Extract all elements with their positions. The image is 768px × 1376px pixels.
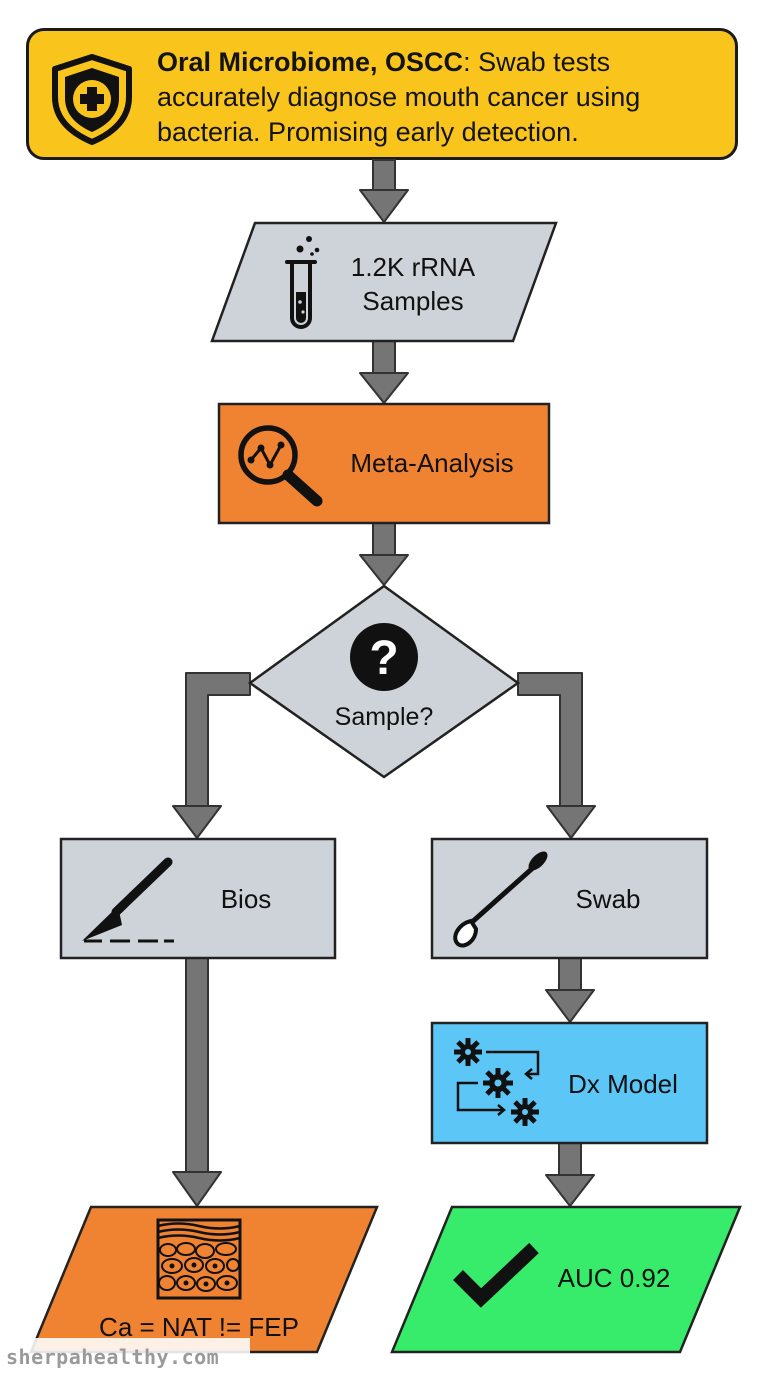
result-left-node: Ca = NAT != FEP — [29, 1205, 379, 1354]
bios-label: Bios — [221, 884, 272, 914]
checkmark-icon — [453, 1242, 539, 1308]
bios-node: Bios — [59, 837, 337, 960]
swab-icon — [453, 851, 548, 948]
shield-cross-icon — [52, 54, 132, 145]
gears-icon — [454, 1038, 540, 1126]
arrow-banner-to-samples — [359, 159, 409, 223]
result-right-label: AUC 0.92 — [558, 1263, 671, 1293]
result-left-label: Ca = NAT != FEP — [99, 1312, 299, 1342]
arrow-dx-to-result — [545, 1142, 595, 1207]
question-icon: ? — [350, 623, 418, 691]
magnifier-network-icon — [238, 425, 323, 507]
svg-text:?: ? — [369, 632, 398, 685]
summary-banner: Oral Microbiome, OSCC: Swab tests accura… — [26, 28, 738, 160]
watermark: sherpahealthy.com — [0, 1338, 250, 1376]
tissue-cells-icon — [156, 1218, 242, 1300]
test-tube-icon — [285, 236, 320, 329]
meta-analysis-node: Meta-Analysis — [217, 402, 551, 525]
arrow-decision-to-bios — [172, 672, 251, 839]
arrow-swab-to-dx — [545, 957, 595, 1023]
decision-label: Sample? — [335, 703, 434, 731]
arrow-decision-to-swab — [517, 672, 596, 839]
banner-text: Oral Microbiome, OSCC: Swab tests accura… — [157, 45, 727, 150]
samples-label-line1: 1.2K rRNA — [351, 252, 476, 282]
arrow-samples-to-meta — [359, 340, 409, 404]
banner-description: : Swab tests accurately diagnose mouth c… — [157, 47, 641, 147]
samples-node: 1.2K rRNA Samples — [210, 221, 558, 343]
banner-title: Oral Microbiome, OSCC — [157, 47, 464, 77]
swab-label: Swab — [575, 884, 640, 914]
swab-node: Swab — [430, 837, 709, 960]
arrow-meta-to-decision — [359, 522, 409, 586]
dx-model-node: Dx Model — [430, 1021, 709, 1145]
meta-analysis-label: Meta-Analysis — [350, 448, 513, 478]
dx-model-label: Dx Model — [568, 1069, 678, 1099]
decision-node: ? Sample? — [247, 584, 521, 779]
arrow-bios-to-result — [172, 957, 222, 1207]
scalpel-icon — [82, 857, 174, 943]
samples-label-line2: Samples — [362, 286, 463, 316]
result-right-node: AUC 0.92 — [390, 1205, 742, 1354]
